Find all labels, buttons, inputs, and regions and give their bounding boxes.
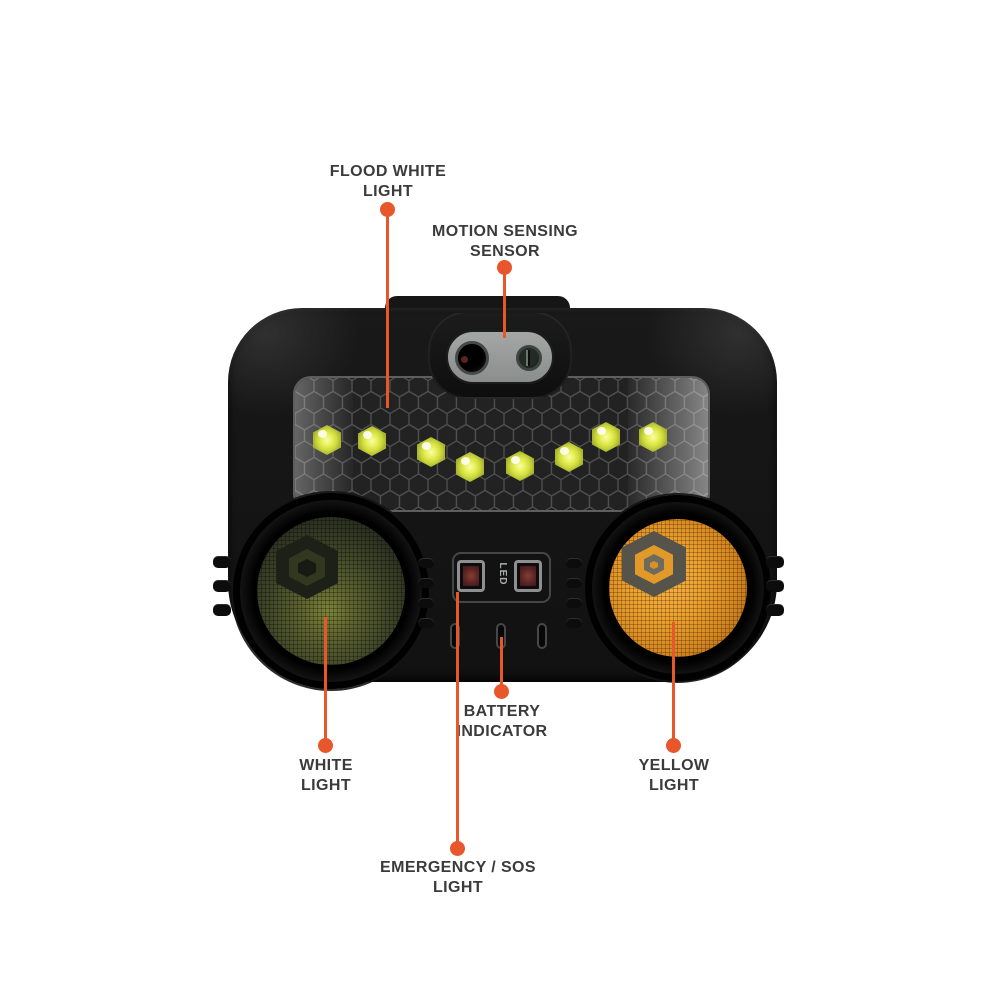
white-light-lens: [257, 517, 405, 665]
console-rib: [418, 618, 434, 628]
label-battery-indicator: BATTERY INDICATOR: [456, 703, 548, 740]
callout-line: [386, 215, 389, 408]
sensor-window: [446, 330, 554, 384]
console-rib: [418, 578, 434, 588]
callout-dot: [494, 684, 509, 699]
battery-level-slit: [450, 623, 460, 649]
console-rib: [418, 558, 434, 568]
yellow-light-lens: [609, 519, 747, 657]
center-console: LED: [452, 552, 551, 603]
side-rib: [766, 604, 784, 616]
console-rib: [566, 598, 582, 608]
led-text-label: LED: [497, 562, 508, 586]
console-rib: [566, 618, 582, 628]
led-chip: [639, 422, 667, 452]
side-rib: [213, 604, 231, 616]
battery-level-slit: [537, 623, 547, 649]
led-chip: [592, 422, 620, 452]
label-emergency-sos-light: EMERGENCY / SOS LIGHT: [380, 859, 536, 896]
callout-dot: [666, 738, 681, 753]
sos-led-module-right: [514, 560, 542, 592]
callout-dot: [450, 841, 465, 856]
callout-line: [672, 622, 675, 741]
side-rib: [213, 556, 231, 568]
console-rib: [418, 598, 434, 608]
callout-line: [456, 592, 459, 844]
console-rib: [566, 578, 582, 588]
callout-dot: [497, 260, 512, 275]
side-rib: [766, 580, 784, 592]
side-rib: [213, 580, 231, 592]
led-chip: [555, 442, 583, 472]
lens-center-hex: [298, 559, 316, 577]
side-rib: [766, 556, 784, 568]
label-white-light: WHITE LIGHT: [299, 757, 353, 794]
callout-dot: [380, 202, 395, 217]
lens-center-hex: [650, 561, 658, 569]
motion-sensor-housing: [428, 311, 572, 399]
label-flood-white-light: FLOOD WHITE LIGHT: [329, 163, 447, 200]
label-motion-sensing-sensor: MOTION SENSING SENSOR: [431, 223, 579, 260]
console-rib: [566, 558, 582, 568]
white-light-lens-bezel: [233, 493, 429, 689]
callout-dot: [318, 738, 333, 753]
callout-line: [500, 637, 503, 687]
callout-line: [324, 617, 327, 741]
sos-led-module-left: [457, 560, 485, 592]
light-sensor-lens: [516, 345, 542, 371]
callout-line: [503, 273, 506, 338]
label-yellow-light: YELLOW LIGHT: [638, 757, 710, 794]
yellow-light-lens-bezel: [585, 495, 771, 681]
ir-sensor-lens: [455, 341, 489, 375]
